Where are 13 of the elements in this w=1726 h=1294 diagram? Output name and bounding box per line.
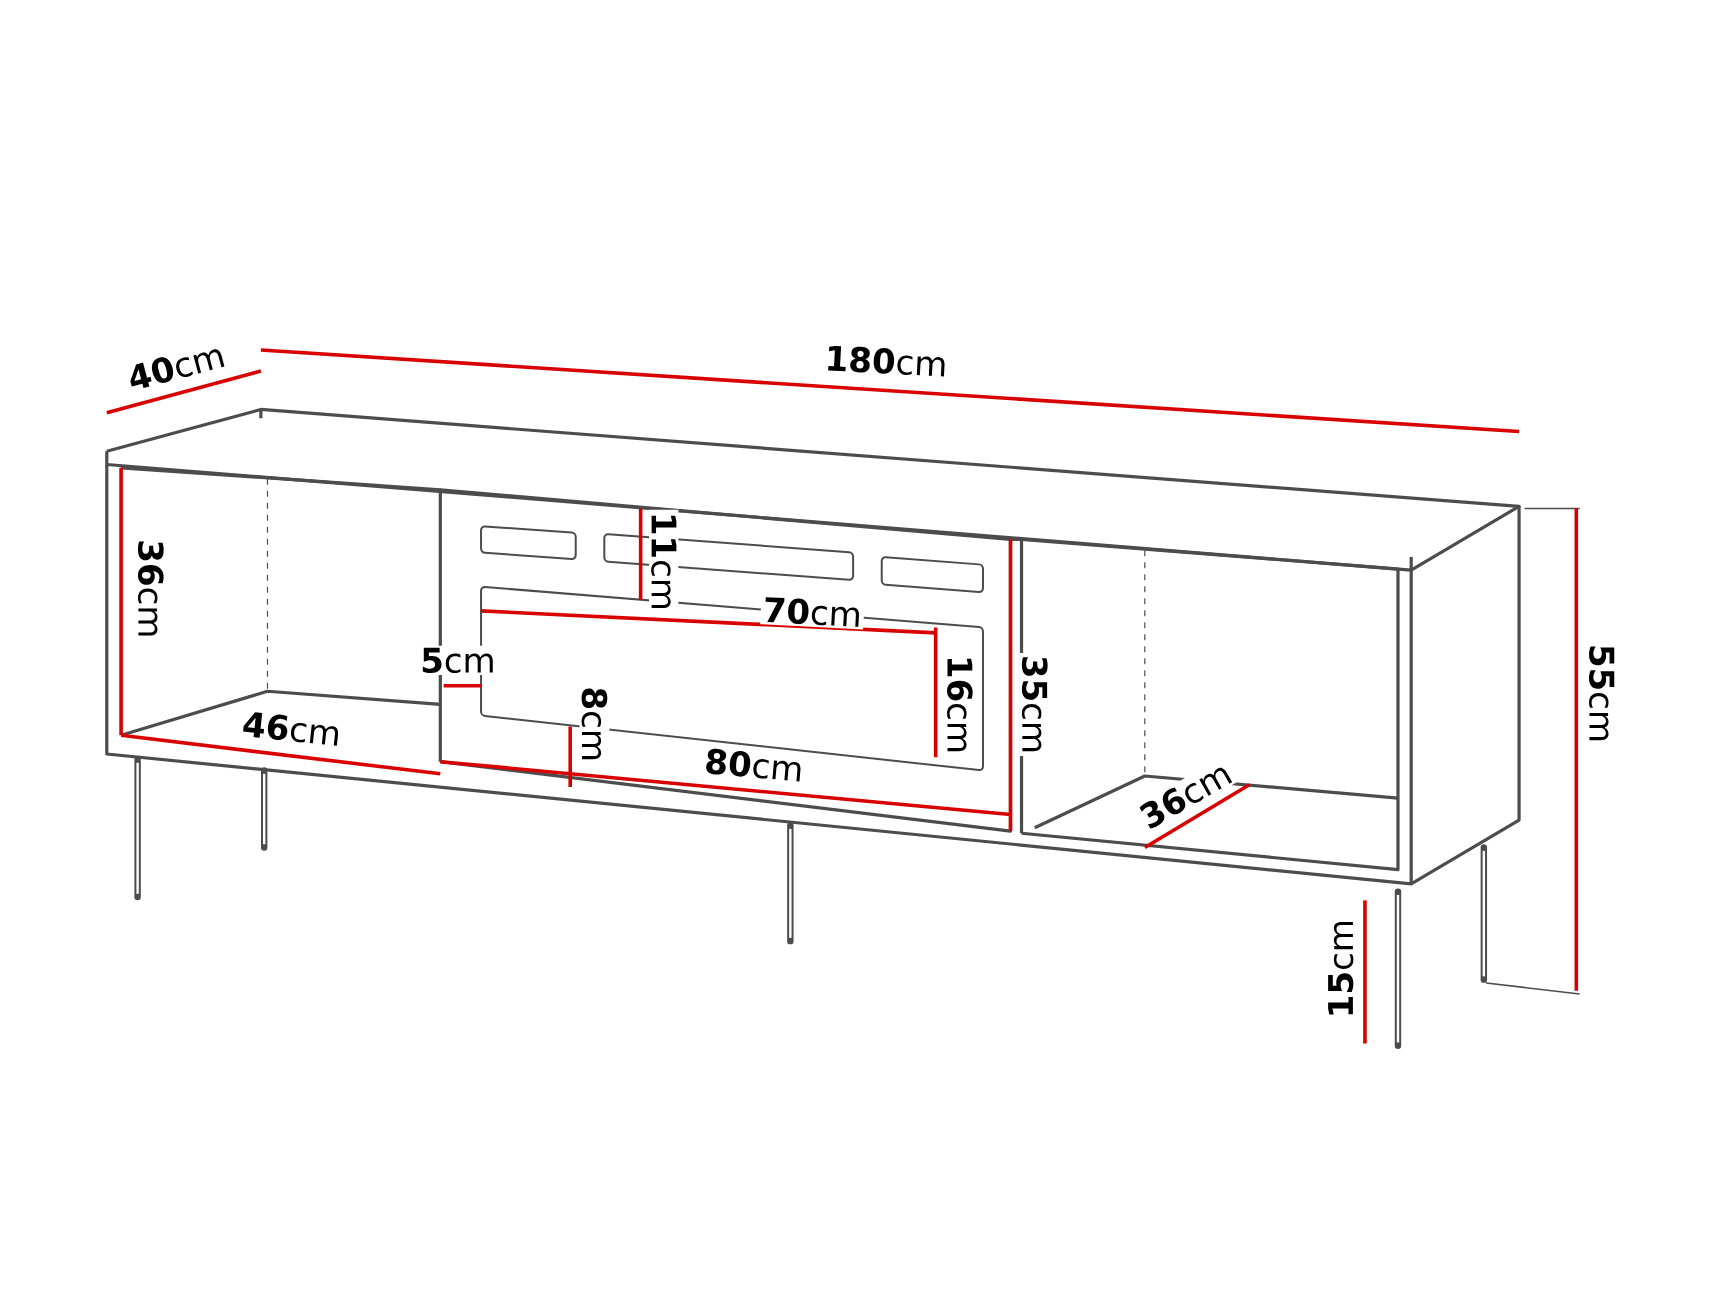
dimension-label: 16cm (945, 652, 975, 756)
dimension-label: 40cm (122, 338, 230, 394)
dimension-label: 80cm (701, 745, 807, 785)
dimension-label: 8cm (579, 684, 610, 764)
dimension-label: 70cm (760, 594, 865, 630)
dimension-label: 55cm (1587, 641, 1617, 745)
dimension-label: 180cm (822, 342, 951, 379)
dimension-label: 11cm (649, 509, 679, 613)
dimension-label: 5cm (418, 645, 498, 675)
dimension-label: 36cm (135, 537, 166, 641)
dimension-label: 15cm (1326, 916, 1356, 1020)
dimension-label: 35cm (1019, 652, 1050, 756)
dimension-label: 46cm (238, 708, 345, 749)
